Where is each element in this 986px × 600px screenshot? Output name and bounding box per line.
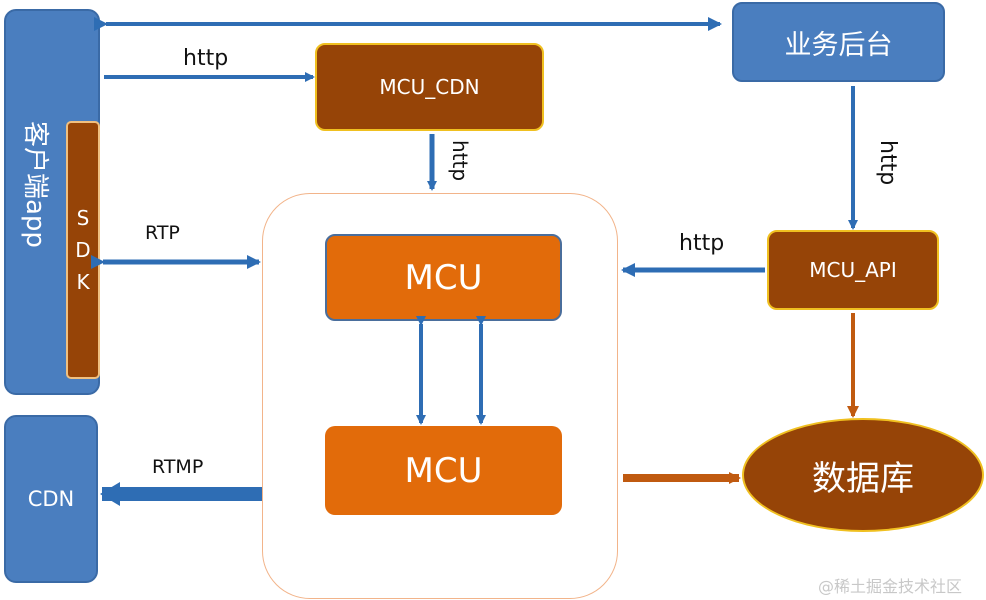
sdk-letter-s: S xyxy=(76,206,90,230)
database-node: 数据库 xyxy=(742,418,984,532)
mcu-top-node: MCU xyxy=(325,234,562,321)
edge-label-mcu-cdn-mcu: http xyxy=(448,140,472,182)
business-backend-label: 业务后台 xyxy=(784,29,893,61)
edge-label-rtmp: RTMP xyxy=(152,456,204,478)
cdn-label: CDN xyxy=(27,487,75,511)
edge-label-backend-mcu-api: http xyxy=(875,140,900,186)
edge-label-mcu-api-mcu: http xyxy=(679,231,725,256)
sdk-letter-k: K xyxy=(76,270,90,294)
mcu-cdn-label: MCU_CDN xyxy=(379,75,480,99)
watermark-text: @稀土掘金技术社区 xyxy=(818,577,963,596)
mcu-api-node: MCU_API xyxy=(767,230,939,310)
cdn-node: CDN xyxy=(4,415,98,583)
mcu-top-label: MCU xyxy=(404,257,483,298)
mcu-bottom-node: MCU xyxy=(325,426,562,515)
database-label: 数据库 xyxy=(812,458,914,499)
sdk-node: S D K xyxy=(66,121,100,379)
edge-label-rtp: RTP xyxy=(145,222,180,244)
sdk-letter-d: D xyxy=(75,238,91,262)
business-backend-node: 业务后台 xyxy=(732,2,945,82)
edge-label-app-mcu-cdn: http xyxy=(183,46,229,71)
mcu-cdn-node: MCU_CDN xyxy=(315,43,544,131)
mcu-bottom-label: MCU xyxy=(404,450,483,491)
mcu-api-label: MCU_API xyxy=(809,258,897,282)
